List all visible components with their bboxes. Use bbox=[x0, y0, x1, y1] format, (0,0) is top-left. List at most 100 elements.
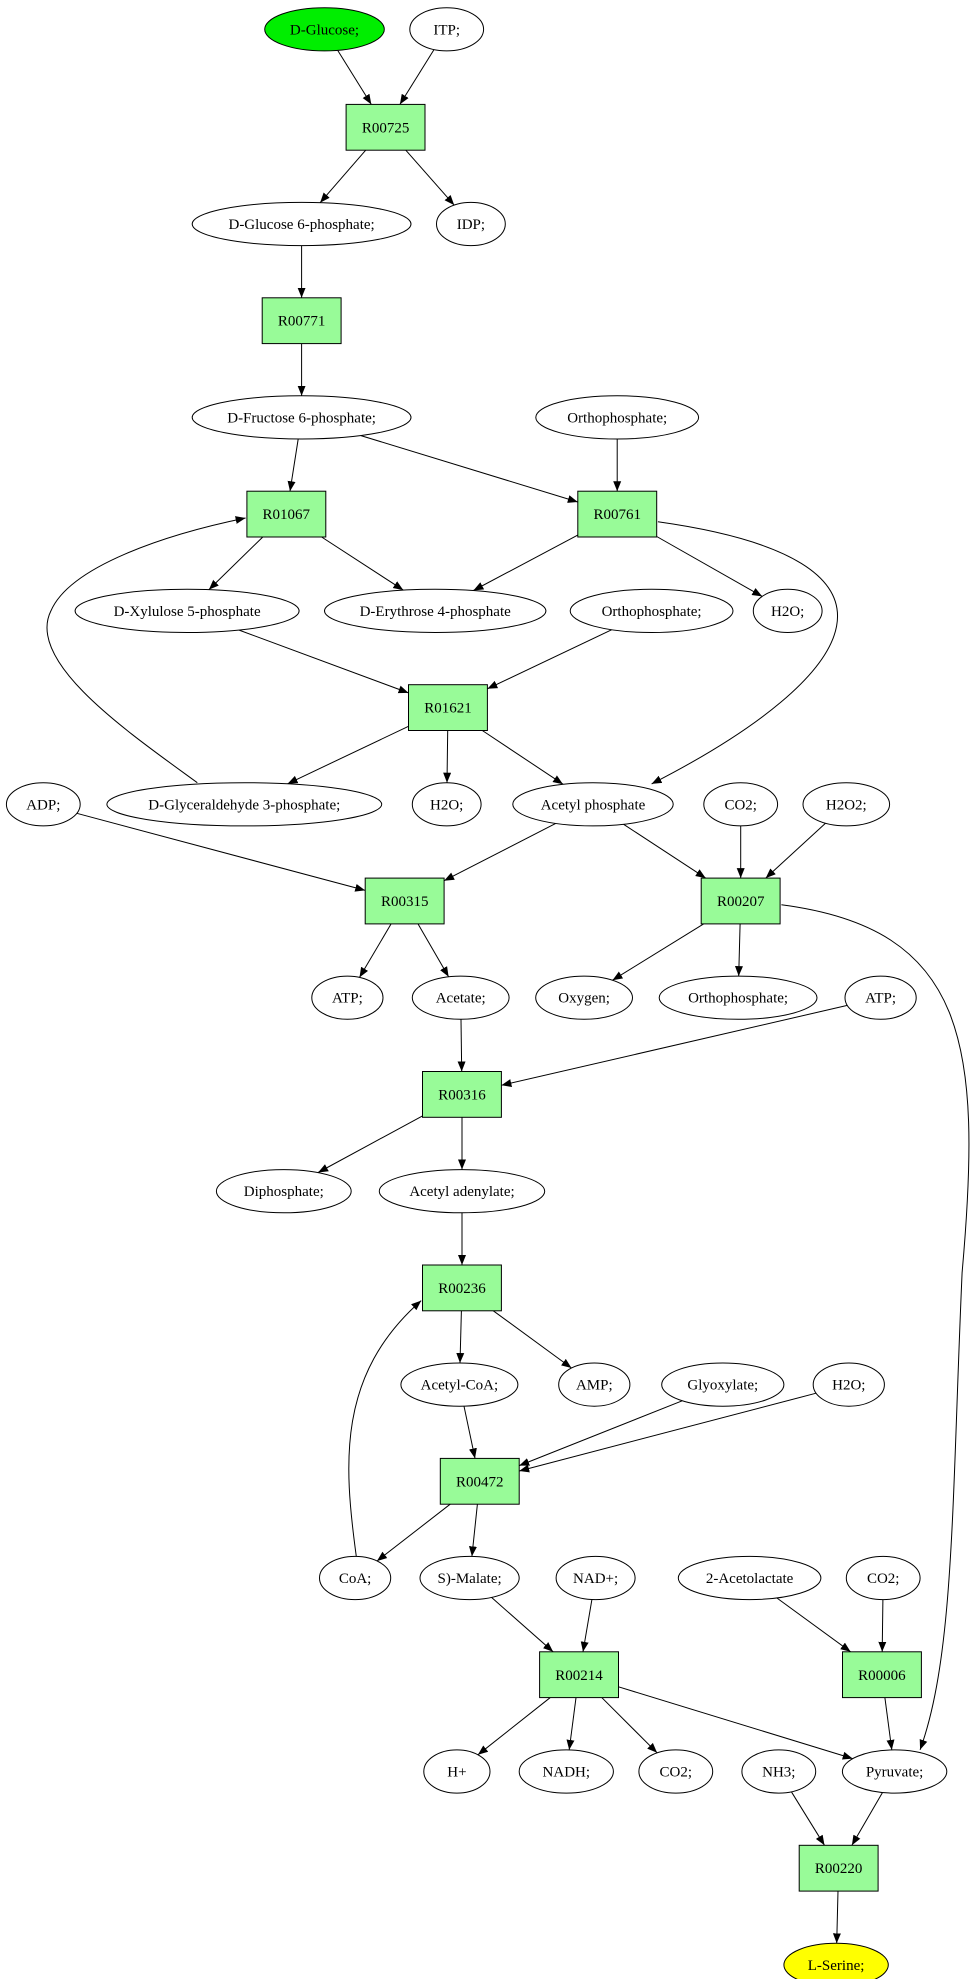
edge-r00315-to-acetate bbox=[417, 923, 450, 978]
node-label: Acetyl-CoA; bbox=[421, 1378, 498, 1394]
node-label: CoA; bbox=[339, 1571, 372, 1587]
edge-r00214-to-pyruvate bbox=[618, 1686, 853, 1760]
node-label: R00006 bbox=[858, 1668, 906, 1684]
compound-node-serine: L-Serine; bbox=[783, 1942, 889, 1979]
reaction-node-r00771: R00771 bbox=[261, 297, 342, 345]
node-label: H2O2; bbox=[826, 797, 867, 813]
edge-r00207-to-oxygen bbox=[612, 923, 704, 981]
compound-node-malate: S)-Malate; bbox=[419, 1555, 520, 1601]
edge-acp-to-r00207 bbox=[623, 823, 706, 879]
compound-ellipse bbox=[324, 588, 547, 634]
edge-r00761-to-e4p bbox=[473, 534, 579, 591]
compound-ellipse bbox=[400, 1362, 519, 1407]
node-label: R00315 bbox=[381, 894, 429, 910]
edge-h2o2b-to-r00207 bbox=[765, 822, 826, 879]
node-label: Orthophosphate; bbox=[688, 991, 788, 1007]
edge-r00725-to-g6p bbox=[319, 149, 367, 204]
edge-acp-to-r00315 bbox=[443, 822, 556, 882]
compound-node-pi2: Orthophosphate; bbox=[569, 588, 734, 634]
compound-node-coa: CoA; bbox=[319, 1555, 392, 1601]
edge-r00207-to-pyruvate bbox=[781, 904, 970, 1750]
node-label: D-Erythrose 4-phosphate bbox=[360, 604, 512, 620]
compound-node-glucose: D-Glucose; bbox=[264, 7, 385, 52]
compound-ellipse bbox=[518, 1749, 614, 1794]
reaction-box bbox=[246, 490, 327, 538]
node-label: Glyoxylate; bbox=[687, 1378, 758, 1394]
reaction-node-r00220: R00220 bbox=[798, 1844, 879, 1892]
edge-co2b-to-r00006 bbox=[878, 1599, 887, 1652]
edge-f6p-to-r00761 bbox=[360, 435, 578, 503]
compound-node-nadh: NADH; bbox=[518, 1749, 614, 1794]
compound-ellipse bbox=[569, 588, 734, 634]
compound-node-co2a: CO2; bbox=[703, 782, 779, 827]
edge-r01621-to-acp bbox=[482, 730, 564, 785]
node-label: ITP; bbox=[433, 22, 460, 38]
edge-acl-to-r00006 bbox=[776, 1597, 851, 1653]
node-label: H2O; bbox=[430, 797, 463, 813]
node-label: R01067 bbox=[263, 507, 311, 523]
node-label: R00725 bbox=[362, 120, 410, 136]
compound-ellipse bbox=[378, 1169, 546, 1214]
compound-node-ppi: Diphosphate; bbox=[215, 1169, 352, 1214]
node-label: NAD+; bbox=[573, 1571, 618, 1587]
compound-ellipse bbox=[844, 975, 917, 1020]
compound-node-itp: ITP; bbox=[409, 7, 485, 52]
compound-node-h2o3: H2O; bbox=[812, 1362, 885, 1407]
edge-f6p-to-r01067 bbox=[287, 438, 299, 492]
compound-ellipse bbox=[802, 782, 891, 827]
compound-node-g3p: D-Glyceraldehyde 3-phosphate; bbox=[106, 782, 383, 827]
compound-ellipse bbox=[658, 975, 818, 1020]
edge-nh3-to-r00220 bbox=[790, 1791, 825, 1846]
node-label: AMP; bbox=[576, 1378, 613, 1394]
compound-ellipse bbox=[512, 782, 674, 827]
edge-g3p-to-r01067 bbox=[46, 516, 246, 784]
node-label: L-Serine; bbox=[808, 1958, 865, 1974]
compound-ellipse bbox=[311, 975, 384, 1020]
edge-r00207-to-pi3 bbox=[734, 923, 743, 977]
edge-r01621-to-h2o2 bbox=[443, 730, 452, 783]
compound-ellipse bbox=[319, 1555, 392, 1601]
compound-ellipse bbox=[264, 7, 385, 52]
node-label: Oxygen; bbox=[558, 991, 610, 1007]
compound-node-nh3: NH3; bbox=[741, 1749, 817, 1794]
compound-node-pi3: Orthophosphate; bbox=[658, 975, 818, 1020]
edge-r00220-to-serine bbox=[832, 1891, 841, 1944]
edge-coa-to-r00236 bbox=[348, 1300, 422, 1557]
node-label: NH3; bbox=[762, 1765, 795, 1781]
compound-ellipse bbox=[409, 7, 485, 52]
compound-node-h2o2: H2O; bbox=[411, 782, 482, 827]
edge-nad-to-r00214 bbox=[580, 1599, 593, 1652]
compound-node-adp: ADP; bbox=[5, 782, 81, 827]
node-label: H2O; bbox=[771, 604, 804, 620]
reaction-box bbox=[577, 490, 658, 538]
node-label: R00214 bbox=[555, 1668, 603, 1684]
compound-node-atp1: ATP; bbox=[311, 975, 384, 1020]
node-label: Orthophosphate; bbox=[602, 604, 702, 620]
compound-node-idp: IDP; bbox=[436, 201, 506, 247]
node-label: D-Glucose; bbox=[290, 22, 359, 38]
edge-r00214-to-co2c bbox=[601, 1697, 658, 1754]
compound-ellipse bbox=[677, 1555, 822, 1601]
reaction-node-r01067: R01067 bbox=[246, 490, 327, 538]
compound-ellipse bbox=[411, 975, 510, 1020]
edge-malate-to-r00214 bbox=[491, 1597, 554, 1653]
compound-node-pyruvate: Pyruvate; bbox=[841, 1749, 948, 1794]
edge-r00472-to-coa bbox=[376, 1503, 451, 1562]
compound-node-pi1: Orthophosphate; bbox=[535, 395, 700, 440]
edge-glyox-to-r00472 bbox=[519, 1400, 683, 1467]
reaction-box bbox=[261, 297, 342, 345]
edge-r00236-to-accoa bbox=[456, 1310, 465, 1364]
edge-r00761-to-h2o1 bbox=[656, 536, 763, 597]
node-label: R01621 bbox=[424, 701, 472, 717]
reaction-node-r00472: R00472 bbox=[439, 1457, 520, 1505]
node-label: R00771 bbox=[278, 314, 326, 330]
reaction-node-r00725: R00725 bbox=[345, 103, 426, 151]
compound-ellipse bbox=[741, 1749, 817, 1794]
edge-acetate-to-r00316 bbox=[457, 1019, 466, 1072]
edge-glucose-to-r00725 bbox=[337, 50, 372, 105]
compound-ellipse bbox=[419, 1555, 520, 1601]
node-label: R00236 bbox=[438, 1281, 486, 1297]
compound-ellipse bbox=[703, 782, 779, 827]
compound-ellipse bbox=[558, 1362, 631, 1407]
node-label: ADP; bbox=[26, 797, 60, 813]
